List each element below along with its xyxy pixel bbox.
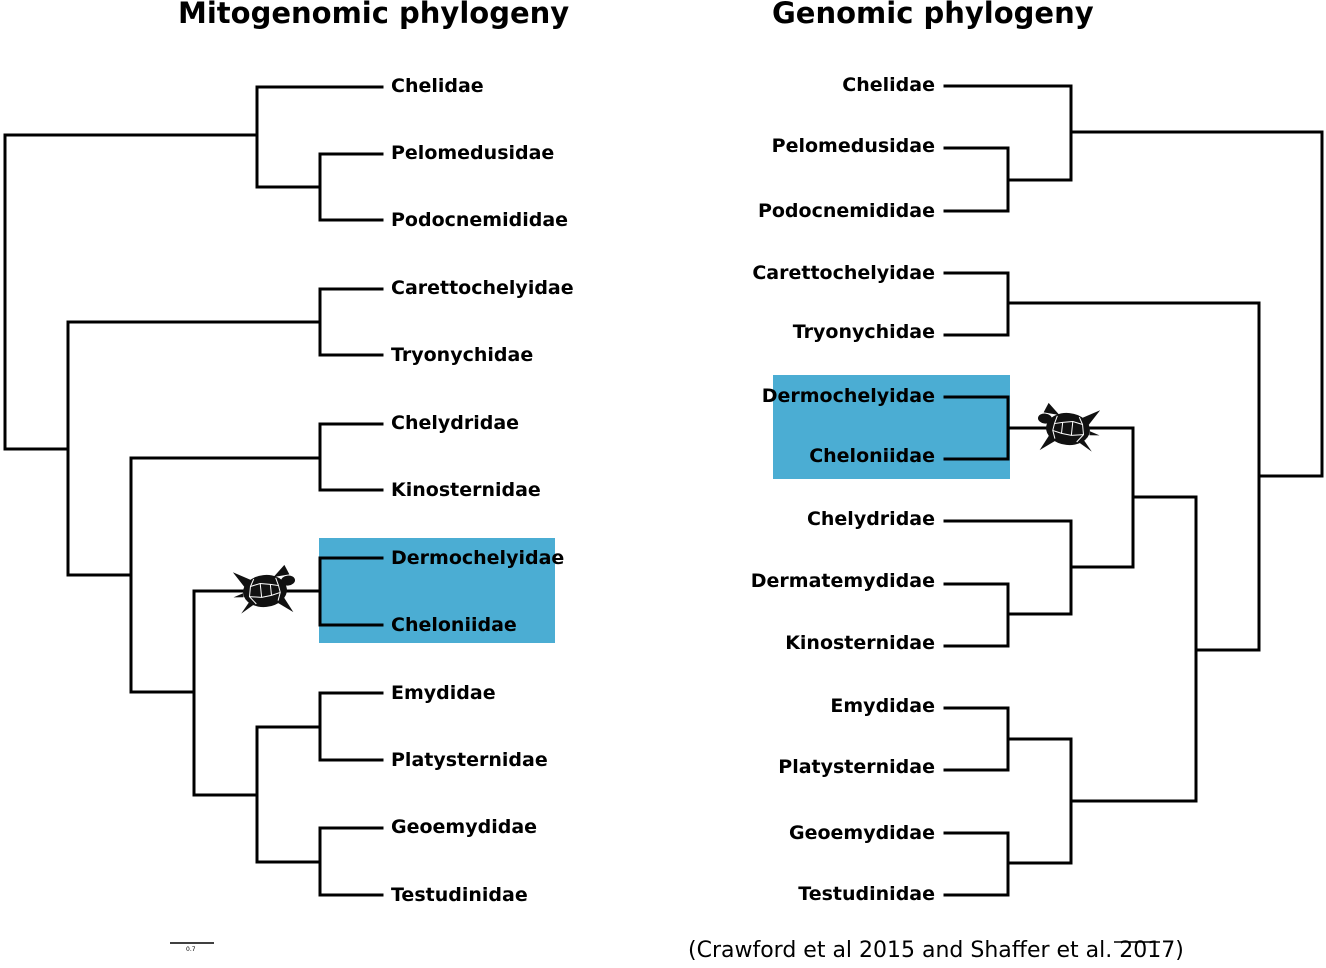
right-taxon-label: Dermochelyidae: [761, 385, 935, 407]
left-taxon-label: Testudinidae: [391, 884, 528, 906]
right-taxon-label: Dermatemydidae: [750, 570, 935, 592]
right-taxon-label: Chelidae: [842, 74, 935, 96]
left-taxon-label: Pelomedusidae: [391, 142, 555, 164]
left-panel-title: Mitogenomic phylogeny: [178, 0, 570, 30]
scale-bar-label: 0.7: [186, 946, 196, 953]
left-taxon-label: Emydidae: [391, 682, 496, 704]
left-taxon-label: Dermochelyidae: [391, 547, 565, 569]
right-taxon-label: Testudinidae: [798, 883, 935, 905]
right-taxon-label: Pelomedusidae: [771, 135, 935, 157]
left-taxon-label: Kinosternidae: [391, 479, 541, 501]
left-taxon-label: Podocnemididae: [391, 209, 569, 231]
left-tree-branches: [3, 85, 384, 897]
right-taxon-label: Platysternidae: [778, 756, 935, 778]
right-taxon-label: Emydidae: [830, 695, 935, 717]
right-taxon-label: Kinosternidae: [785, 632, 935, 654]
right-taxon-label: Tryonychidae: [792, 321, 935, 343]
left-taxon-label: Carettochelyidae: [391, 277, 574, 299]
right-taxon-label: Cheloniidae: [809, 445, 935, 467]
right-panel-title: Genomic phylogeny: [772, 0, 1094, 30]
right-taxon-label: Chelydridae: [806, 508, 935, 530]
right-tree-branches: [943, 84, 1324, 897]
highlight-box-right: [773, 375, 1010, 479]
sea-turtle-icon: [1037, 402, 1101, 452]
left-taxon-label: Cheloniidae: [391, 614, 517, 636]
left-taxon-label: Chelidae: [391, 75, 484, 97]
right-taxon-label: Geoemydidae: [788, 822, 935, 844]
right-taxon-label: Podocnemididae: [757, 200, 935, 222]
left-taxon-label: Geoemydidae: [391, 816, 538, 838]
right-taxon-label: Carettochelyidae: [752, 262, 935, 284]
sea-turtle-icon: [232, 564, 296, 614]
left-taxon-label: Platysternidae: [391, 749, 548, 771]
left-taxon-label: Tryonychidae: [391, 344, 534, 366]
citation: (Crawford et al 2015 and Shaffer et al. …: [688, 938, 1184, 963]
left-taxon-label: Chelydridae: [391, 412, 520, 434]
